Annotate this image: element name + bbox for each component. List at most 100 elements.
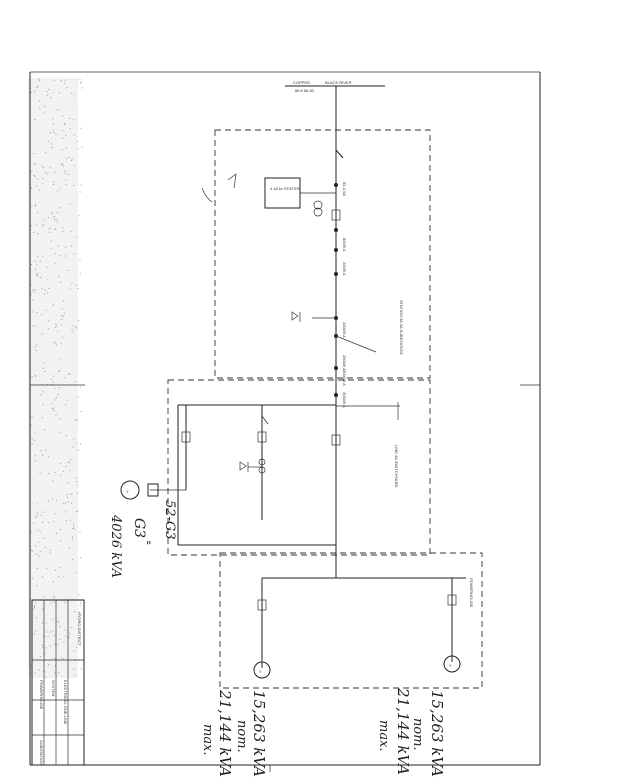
scan-speck bbox=[44, 546, 46, 548]
scan-speck bbox=[57, 394, 59, 396]
scan-speck bbox=[58, 92, 60, 94]
scan-speck bbox=[41, 314, 43, 316]
scan-speck bbox=[59, 639, 61, 641]
scan-speck bbox=[75, 326, 77, 328]
scan-speck bbox=[37, 178, 39, 180]
scan-speck bbox=[55, 219, 57, 220]
scan-speck bbox=[48, 320, 50, 322]
scan-speck bbox=[34, 374, 36, 376]
scan-speck bbox=[65, 502, 67, 504]
scan-speck bbox=[64, 170, 66, 172]
scan-speck bbox=[62, 336, 63, 338]
ct-label-6: 3000/5 A bbox=[342, 392, 347, 408]
scan-speck bbox=[55, 109, 57, 111]
scan-speck bbox=[40, 450, 42, 452]
top-bus: COPPER BLACK RIVER 86 8 86 83 bbox=[285, 80, 385, 93]
title-block-company: HYDRO DISTRICT bbox=[77, 612, 82, 647]
scan-speck bbox=[79, 191, 81, 193]
switchyard-bus bbox=[150, 404, 336, 546]
scan-speck bbox=[56, 533, 58, 535]
scan-speck bbox=[71, 92, 73, 94]
scan-speck bbox=[42, 255, 43, 257]
scan-speck bbox=[60, 474, 62, 476]
scan-speck bbox=[65, 255, 66, 257]
scan-speck bbox=[69, 288, 71, 290]
scan-speck bbox=[35, 274, 37, 276]
scan-speck bbox=[68, 157, 70, 159]
scan-speck bbox=[49, 132, 51, 134]
scan-speck bbox=[53, 597, 55, 599]
scan-speck bbox=[36, 185, 38, 187]
scan-speck bbox=[35, 350, 37, 352]
scan-speck bbox=[59, 187, 61, 189]
scan-speck bbox=[55, 397, 57, 399]
scan-speck bbox=[61, 315, 63, 317]
scan-speck bbox=[42, 576, 43, 578]
scan-speck bbox=[63, 312, 65, 314]
g1-kva-max: 21,144 kVA bbox=[216, 689, 234, 777]
scan-speck bbox=[64, 629, 66, 631]
scan-speck bbox=[68, 462, 70, 464]
scan-speck bbox=[59, 255, 61, 257]
scan-speck bbox=[71, 160, 73, 161]
scan-speck bbox=[73, 526, 75, 528]
scan-speck bbox=[70, 519, 72, 521]
scan-speck bbox=[42, 454, 43, 456]
scan-speck bbox=[54, 672, 56, 674]
scan-speck bbox=[31, 284, 33, 286]
generator-g1-symbol bbox=[253, 661, 271, 679]
scan-speck bbox=[35, 205, 36, 207]
scan-speck bbox=[44, 654, 46, 656]
scan-speck bbox=[48, 664, 49, 666]
scan-speck bbox=[52, 123, 54, 125]
scan-speck bbox=[80, 184, 82, 186]
scan-speck bbox=[56, 620, 58, 622]
title-block-row-1: ELECTRICAL ONE-LINE bbox=[63, 680, 68, 725]
scan-speck bbox=[33, 174, 35, 176]
title-block-row-4: SUBSTATION bbox=[39, 740, 44, 765]
g2-kva-nom: 15,263 kVA bbox=[428, 690, 446, 777]
powerhouse-box bbox=[219, 552, 483, 689]
scan-speck bbox=[65, 435, 67, 436]
scan-speck bbox=[30, 187, 32, 189]
g2-kva-max: 21,144 kVA bbox=[394, 687, 412, 775]
ct-label-5: 3000/5 A bbox=[342, 370, 347, 386]
scan-speck bbox=[54, 399, 56, 401]
scan-speck bbox=[37, 275, 39, 277]
scan-speck bbox=[44, 636, 46, 638]
scan-speck bbox=[71, 158, 73, 160]
scan-speck bbox=[72, 331, 74, 333]
scan-speck bbox=[48, 89, 50, 90]
scan-speck bbox=[63, 658, 65, 660]
scan-speck bbox=[37, 529, 39, 531]
scan-speck bbox=[73, 523, 74, 525]
scan-speck bbox=[53, 601, 55, 603]
generator-g2-symbol bbox=[443, 655, 461, 673]
scan-speck bbox=[62, 115, 63, 117]
scan-speck bbox=[40, 394, 42, 396]
scan-speck bbox=[77, 396, 79, 398]
scan-speck bbox=[68, 373, 70, 375]
scan-speck bbox=[34, 162, 36, 164]
scan-speck bbox=[76, 419, 78, 421]
scan-speck bbox=[60, 80, 62, 82]
scan-speck bbox=[36, 224, 37, 226]
scan-speck bbox=[44, 371, 46, 373]
scan-speck bbox=[65, 635, 67, 637]
scan-speck bbox=[48, 228, 50, 230]
scan-speck bbox=[42, 608, 44, 610]
scan-speck bbox=[34, 431, 36, 433]
scan-speck bbox=[80, 82, 82, 84]
scan-speck bbox=[34, 672, 36, 674]
scan-speck bbox=[51, 408, 53, 410]
scan-speck bbox=[64, 602, 66, 604]
scan-speck bbox=[64, 377, 66, 379]
g1-max: max. bbox=[200, 724, 215, 756]
scan-speck bbox=[34, 439, 36, 441]
scan-speck bbox=[74, 528, 76, 530]
breaker-4-label: 52-4 5A bbox=[342, 182, 347, 196]
scan-speck bbox=[46, 173, 48, 175]
scan-speck bbox=[76, 327, 78, 329]
scan-speck bbox=[35, 630, 37, 632]
scan-speck bbox=[71, 325, 73, 327]
